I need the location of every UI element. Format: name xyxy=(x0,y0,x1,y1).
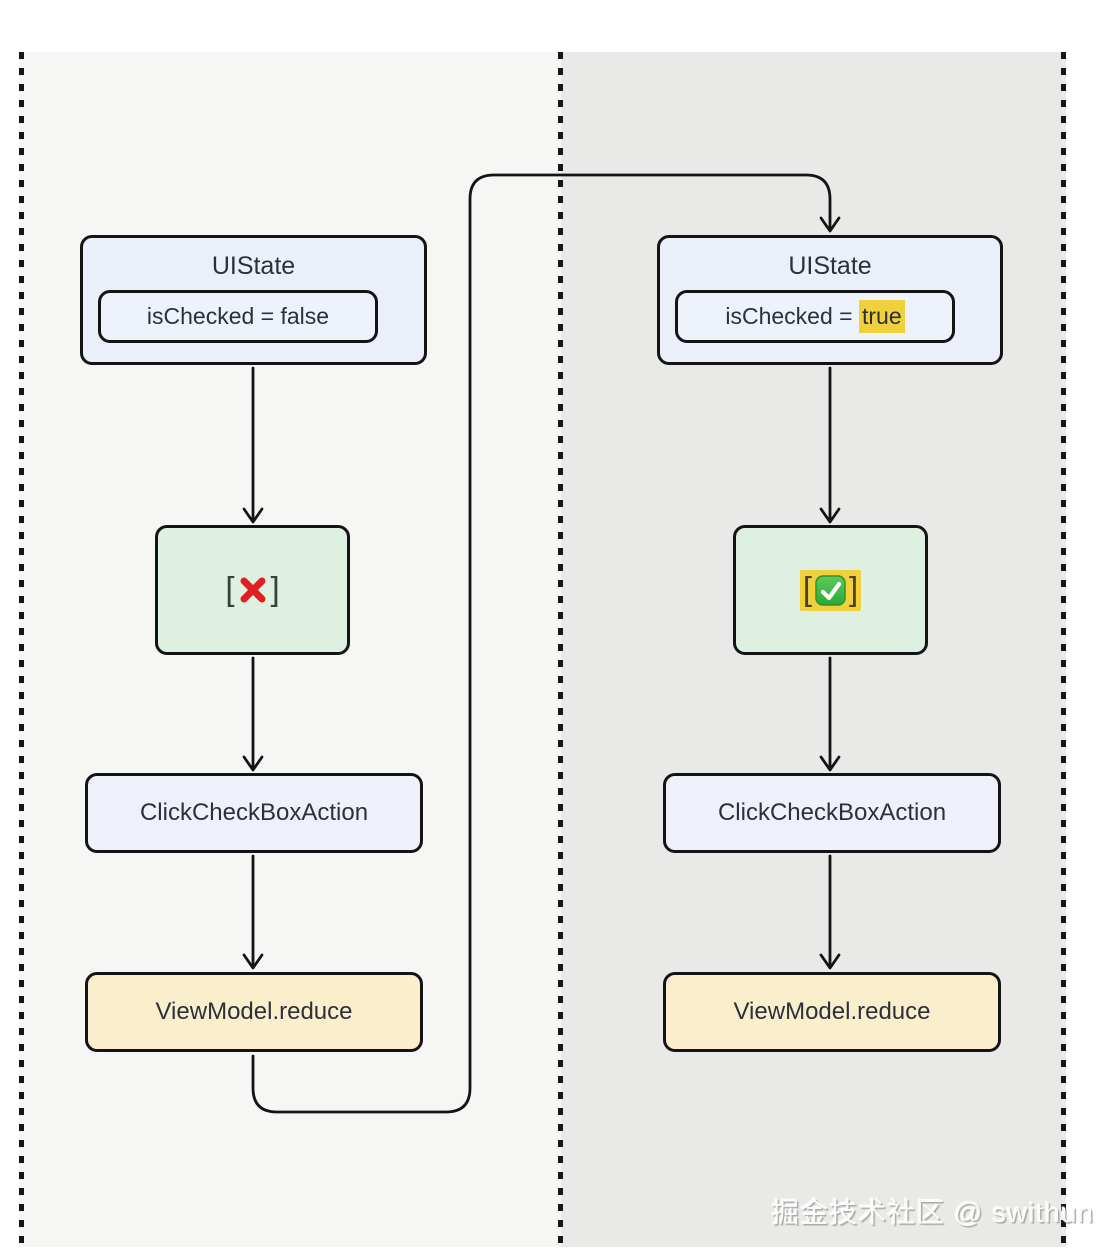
right-checkbox-highlight: [ ] xyxy=(799,569,862,611)
arrowhead xyxy=(819,953,841,970)
right-dashed-border xyxy=(1061,52,1066,1247)
red-cross-mark-icon xyxy=(240,577,265,603)
right-ischecked-prefix: isChecked = xyxy=(725,303,859,329)
middle-dashed-divider xyxy=(558,52,563,1247)
arrowhead xyxy=(819,216,841,233)
left-checkbox-close-bracket: ] xyxy=(270,569,280,607)
right-ischecked-value-highlighted: true xyxy=(858,300,905,333)
watermark-text: 掘金技术社区 @ swithun xyxy=(771,1197,1094,1228)
right-uistate-node: UIState isChecked = true xyxy=(657,235,1003,365)
right-viewmodel-reduce-node: ViewModel.reduce xyxy=(663,972,1001,1052)
right-uistate-title: UIState xyxy=(788,252,872,280)
left-checkbox-content: [ ] xyxy=(224,569,280,607)
right-action-label: ClickCheckBoxAction xyxy=(717,799,947,826)
arrowhead xyxy=(819,507,841,524)
arrowhead xyxy=(242,507,264,524)
arrowhead xyxy=(819,755,841,772)
arrowhead xyxy=(242,755,264,772)
left-ischecked-prefix: isChecked = xyxy=(146,303,281,329)
left-clickcheckboxaction-node: ClickCheckBoxAction xyxy=(85,773,423,853)
right-checkbox-node: [ ] xyxy=(733,525,928,655)
left-uistate-title: UIState xyxy=(211,252,296,280)
arrowhead xyxy=(242,953,264,970)
left-checkbox-node: [ ] xyxy=(155,525,350,655)
left-viewmodel-reduce-node: ViewModel.reduce xyxy=(85,972,423,1052)
green-check-mark-icon xyxy=(815,574,846,606)
left-checkbox-open-bracket: [ xyxy=(225,569,235,607)
arrow-loop-reduce-to-right-uistate xyxy=(251,173,832,1114)
right-reduce-label: ViewModel.reduce xyxy=(733,998,931,1025)
left-uistate-node: UIState isChecked = false xyxy=(80,235,427,365)
left-dashed-border xyxy=(19,52,24,1247)
right-ischecked-box: isChecked = true xyxy=(675,290,955,343)
right-checkbox-close-bracket: ] xyxy=(849,569,859,607)
right-checkbox-open-bracket: [ xyxy=(802,569,812,607)
left-ischecked-value: false xyxy=(280,303,330,329)
left-ischecked-box: isChecked = false xyxy=(98,290,378,343)
right-clickcheckboxaction-node: ClickCheckBoxAction xyxy=(663,773,1001,853)
left-action-label: ClickCheckBoxAction xyxy=(139,799,369,826)
left-reduce-label: ViewModel.reduce xyxy=(155,998,353,1025)
